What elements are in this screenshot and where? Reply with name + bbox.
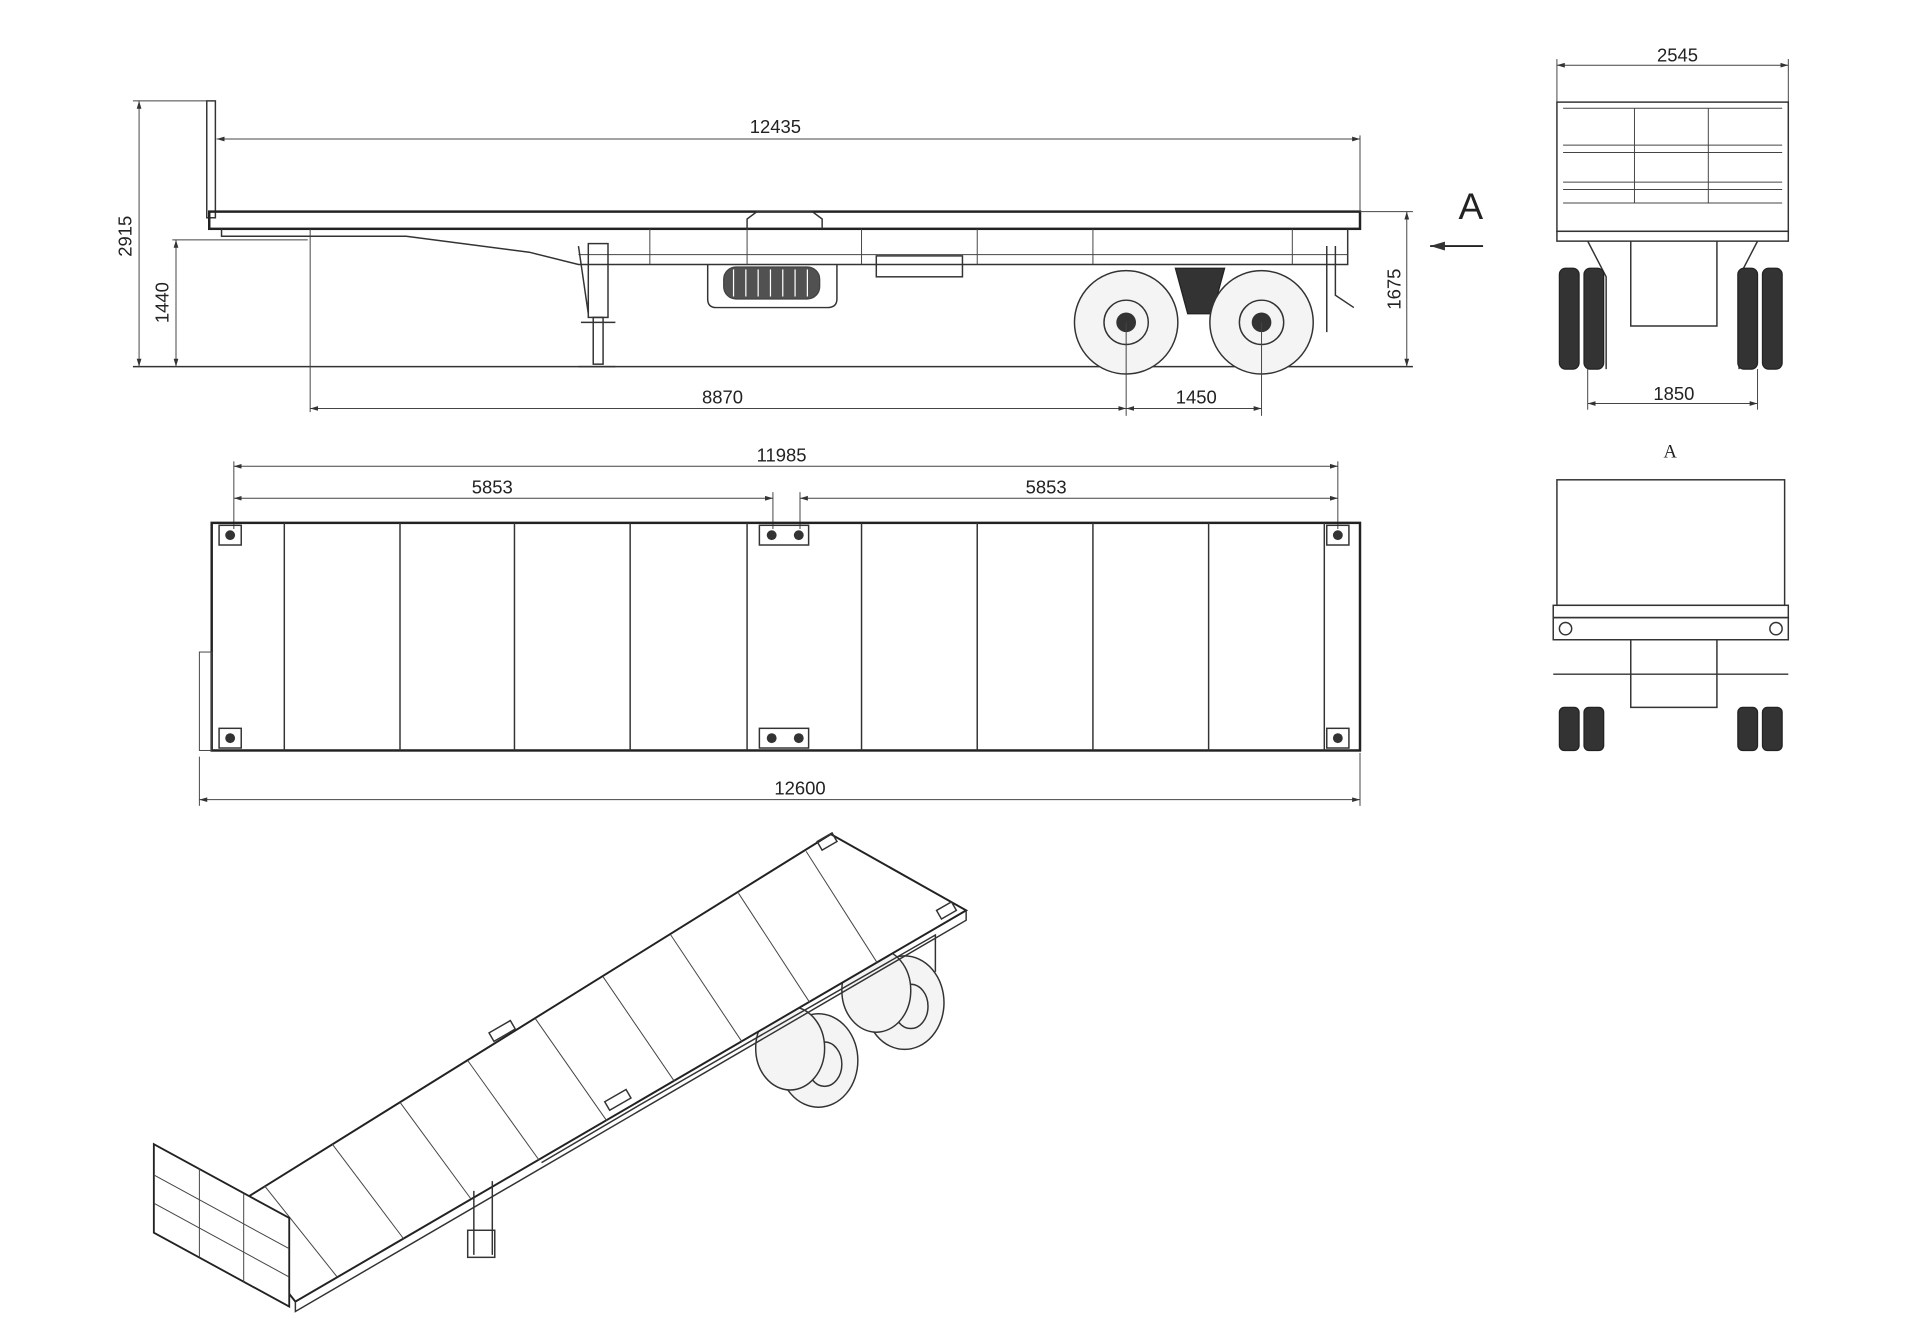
dim-overall-width: 2545 <box>1657 45 1698 66</box>
chassis-frame <box>220 228 1349 266</box>
view-marker-label: A <box>1458 186 1483 227</box>
dim-deck-height: 1675 <box>1384 269 1405 310</box>
view-a-label: A <box>1663 442 1677 462</box>
iso-headboard <box>152 1142 291 1309</box>
twistlocks <box>218 524 1350 749</box>
dim-twistlock-span: 11985 <box>757 444 807 465</box>
dim-kingpin-to-axle: 8870 <box>702 387 743 408</box>
landing-gear <box>577 242 616 368</box>
dim-axle-spacing: 1450 <box>1176 387 1217 408</box>
toolbox <box>875 255 964 278</box>
rear-bumper <box>1326 246 1355 333</box>
dim-track-width: 1850 <box>1653 383 1694 404</box>
rear-view-a: A <box>1552 442 1790 752</box>
deck <box>207 210 1362 231</box>
isometric-view <box>152 831 969 1313</box>
dim-overall-length: 12435 <box>750 116 801 137</box>
rear-view-headboard: 2545 1850 <box>1556 45 1790 410</box>
dim-deck-length: 12600 <box>774 778 825 799</box>
side-view: 12435 2915 1440 1675 8870 1450 A <box>115 100 1483 416</box>
deck-plan <box>210 521 1362 752</box>
dim-overall-height: 2915 <box>115 216 136 257</box>
plan-view: 11985 5853 5853 12600 <box>198 444 1362 806</box>
dim-twistlock-half-right: 5853 <box>1026 476 1067 497</box>
dim-kingpin-height: 1440 <box>152 282 173 323</box>
spare-wheel <box>706 264 838 309</box>
twistlock-block <box>746 210 823 229</box>
dim-twistlock-half-left: 5853 <box>472 476 513 497</box>
headboard <box>206 100 217 219</box>
